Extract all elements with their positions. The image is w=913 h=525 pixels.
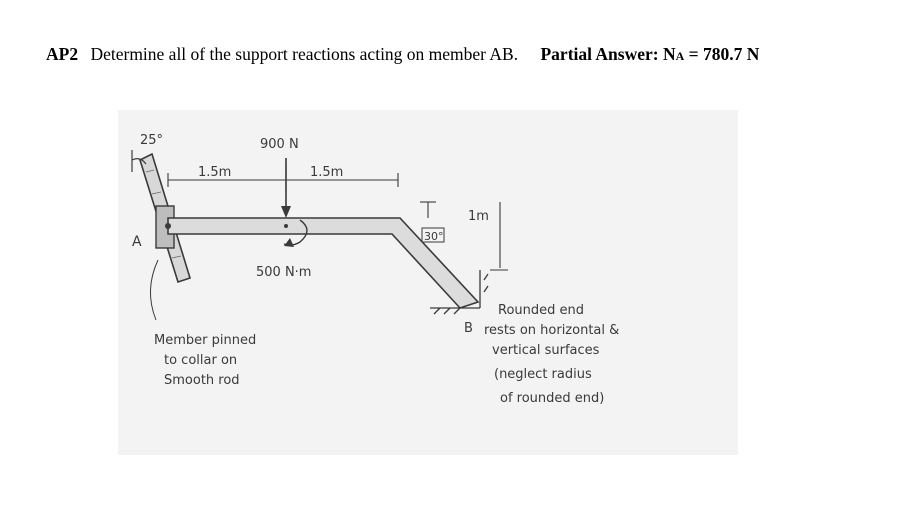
problem-statement: AP2 Determine all of the support reactio… [46, 44, 759, 65]
note-b: Rounded end rests on horizontal & vertic… [484, 303, 619, 406]
note-b-line-1: Rounded end [498, 303, 584, 318]
answer-symbol: N [662, 44, 676, 64]
problem-id: AP2 [46, 44, 79, 64]
partial-answer-label: Partial Answer: [540, 44, 659, 64]
note-b-line-3: vertical surfaces [492, 343, 600, 358]
dim-right-label: 1.5m [310, 165, 343, 180]
problem-diagram: 25° 1.5m 1.5m 900 N 500 N·m 1m [118, 110, 738, 455]
diagram-svg: 25° 1.5m 1.5m 900 N 500 N·m 1m [118, 110, 738, 455]
force-label: 900 N [260, 137, 299, 152]
dim-vertical-label: 1m [468, 209, 489, 224]
label-b: B [464, 321, 473, 336]
angle-25-marks [131, 150, 147, 172]
note-a-line-2: to collar on [164, 353, 237, 368]
note-a-line-1: Member pinned [154, 333, 256, 348]
note-b-line-4: (neglect radius [494, 367, 592, 382]
mid-point [284, 224, 288, 228]
note-a: Member pinned to collar on Smooth rod [154, 333, 256, 388]
partial-answer: NA = 780.7 N [663, 44, 759, 64]
problem-text: Determine all of the support reactions a… [90, 44, 519, 64]
pin-a [165, 223, 171, 229]
moment-arrow [283, 219, 308, 247]
angle-30-label: 30° [424, 230, 444, 243]
angle-25-label: 25° [140, 133, 163, 148]
answer-value: = 780.7 N [684, 44, 760, 64]
answer-subscript: A [675, 49, 685, 63]
vertical-dimension [420, 201, 508, 271]
note-a-leader [150, 259, 159, 321]
moment-label: 500 N·m [256, 265, 311, 280]
label-a: A [132, 234, 142, 250]
force-arrow [281, 158, 291, 218]
scan-background [118, 110, 738, 455]
support-surfaces [430, 270, 489, 315]
dim-left-label: 1.5m [198, 165, 231, 180]
note-a-line-3: Smooth rod [164, 373, 240, 388]
angle-30-box [421, 227, 445, 243]
note-b-line-2: rests on horizontal & [484, 323, 619, 338]
note-b-line-5: of rounded end) [500, 391, 604, 406]
